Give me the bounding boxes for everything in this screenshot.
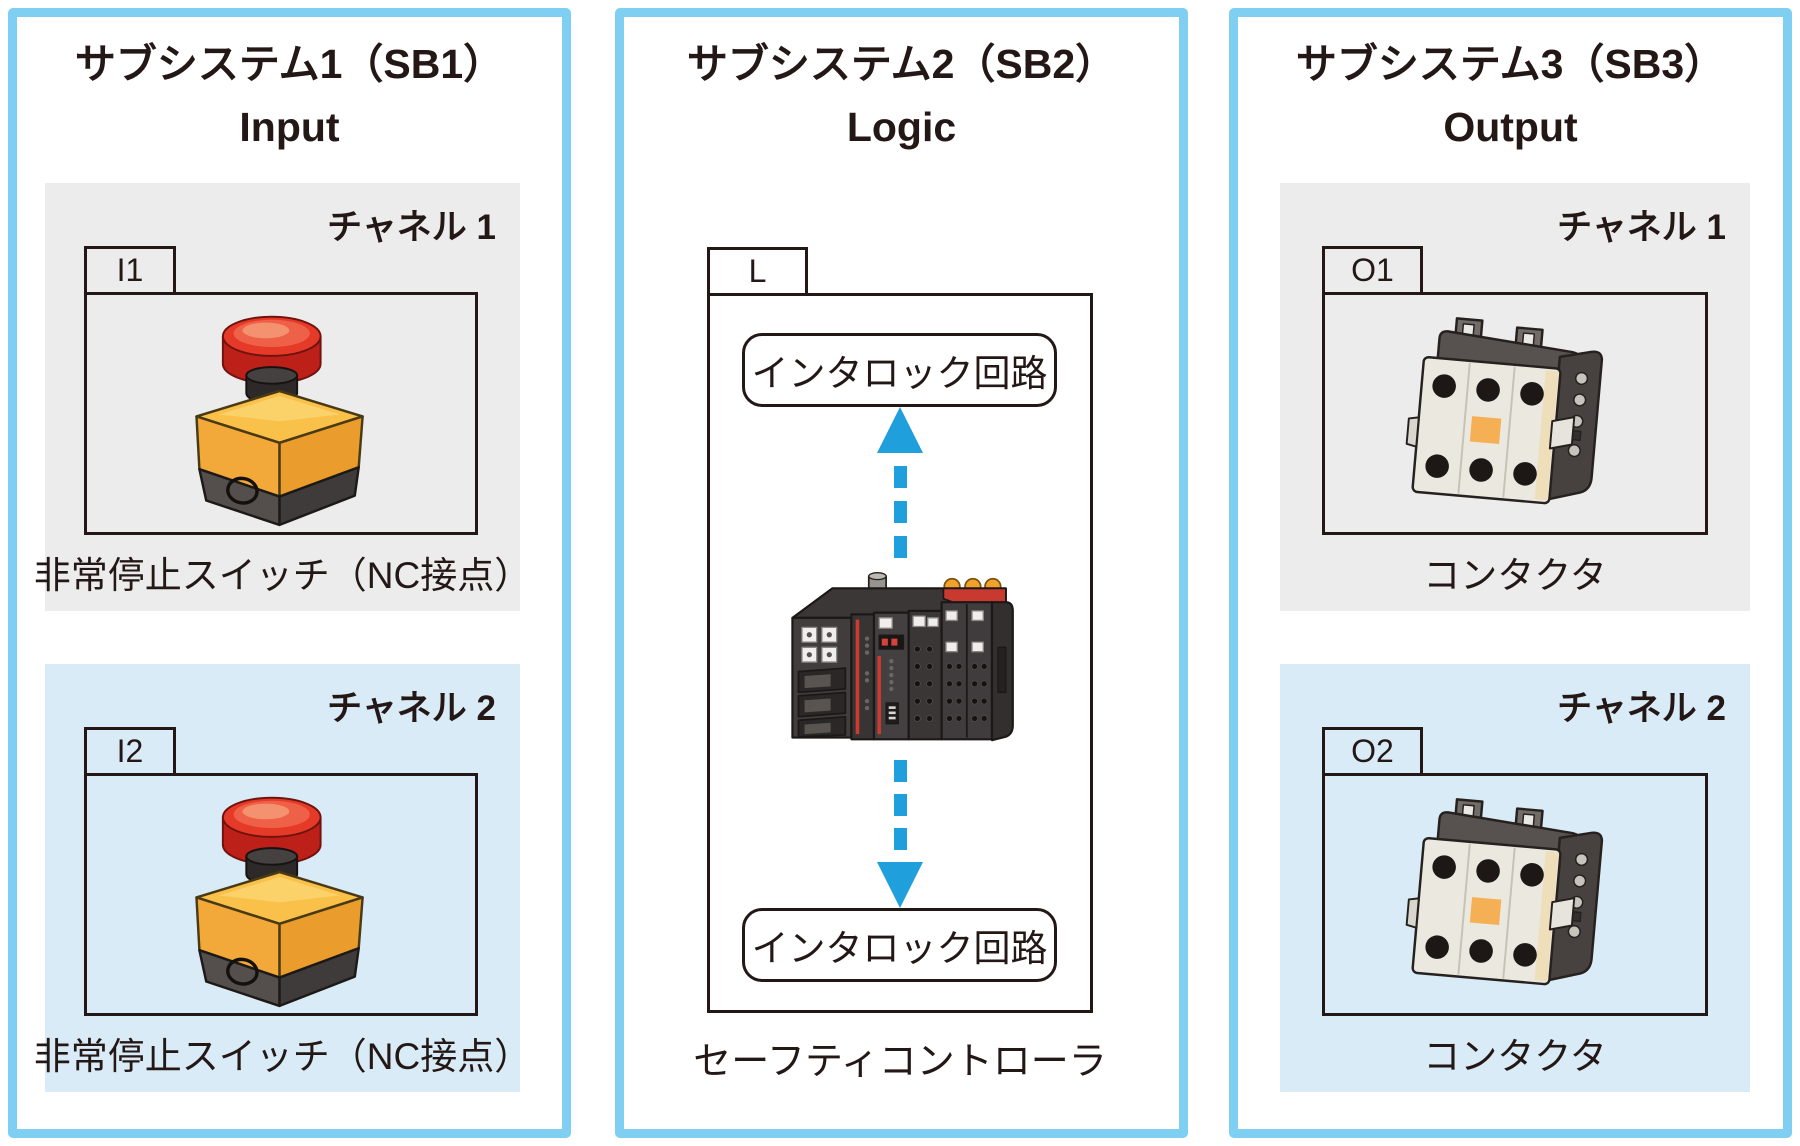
channel-label: チャネル 1: [1557, 208, 1726, 247]
channel-2-box: チャネル 2 O2 コンタクタ: [1280, 664, 1750, 1092]
panel-title-jp: サブシステム1（SB1）: [74, 41, 505, 87]
folder-tab-label: L: [748, 253, 767, 289]
emergency-stop-button-illustration: [174, 299, 389, 529]
folder-tab: O1: [1322, 246, 1423, 295]
panel-subsystem1-input: サブシステム1（SB1） Input チャネル 1 I1 非常停止スイッチ（NC…: [8, 8, 571, 1138]
arrow-dash: [893, 760, 907, 782]
arrow-up: [877, 407, 923, 558]
contactor-illustration: [1388, 316, 1643, 512]
panel-title-en: Output: [1443, 104, 1578, 150]
channel-label: チャネル 1: [327, 208, 496, 247]
channel-label: チャネル 2: [327, 689, 496, 728]
interlock-circuit-box-bottom: インタロック回路: [742, 908, 1057, 982]
device-frame: [84, 773, 478, 1016]
contactor-illustration: [1388, 797, 1643, 993]
device-caption: コンタクタ: [1423, 555, 1607, 596]
arrow-dash: [893, 794, 907, 816]
folder-tab: L: [707, 247, 808, 296]
arrow-dash: [893, 466, 907, 488]
panel-subsystem2-logic: サブシステム2（SB2） Logic L インタロック回路: [615, 8, 1188, 1138]
device-frame: [84, 292, 478, 535]
device-frame: [1322, 773, 1708, 1016]
interlock-circuit-box-top: インタロック回路: [742, 333, 1057, 407]
arrow-dash: [893, 501, 907, 523]
arrow-dash: [893, 536, 907, 558]
channel-label: チャネル 2: [1557, 689, 1726, 728]
panel-title-en: Input: [239, 104, 340, 150]
channel-2-box: チャネル 2 I2 非常停止スイッチ（NC接点）: [34, 664, 531, 1092]
panel-title-jp: サブシステム3（SB3）: [1295, 41, 1726, 87]
panel-subsystem3-output: サブシステム3（SB3） Output チャネル 1 O1 コンタクタ チャネル…: [1229, 8, 1792, 1138]
panel-title-jp: サブシステム2（SB2）: [686, 41, 1117, 87]
device-caption: コンタクタ: [1423, 1036, 1607, 1077]
channel-1-box: チャネル 1 I1 非常停止スイッチ（NC接点）: [34, 183, 531, 611]
device-caption: 非常停止スイッチ（NC接点）: [33, 555, 532, 596]
folder-tab-label: O2: [1351, 733, 1394, 769]
arrow-down: [877, 760, 923, 908]
folder-tab-label: O1: [1351, 252, 1394, 288]
safety-controller-icon: [782, 558, 1018, 754]
folder-tab: I1: [84, 246, 176, 295]
folder-tab: O2: [1322, 727, 1423, 776]
device-frame: [1322, 292, 1708, 535]
logic-frame: インタロック回路 インタロック回路: [707, 293, 1093, 1013]
arrow-head-up-icon: [877, 407, 923, 453]
channel-1-box: チャネル 1 O1 コンタクタ: [1280, 183, 1750, 611]
folder-tab: I2: [84, 727, 176, 776]
folder-tab-label: I2: [116, 733, 144, 769]
panel-title-en: Logic: [846, 104, 957, 150]
panel-title: サブシステム2（SB2） Logic: [624, 33, 1179, 159]
safety-controller-illustration: [782, 558, 1018, 754]
folder-tab-label: I1: [116, 252, 144, 288]
arrow-dash: [893, 828, 907, 850]
panel-title: サブシステム1（SB1） Input: [17, 33, 562, 159]
arrow-head-down-icon: [877, 862, 923, 908]
device-caption: 非常停止スイッチ（NC接点）: [33, 1036, 532, 1077]
device-caption: セーフティコントローラ: [693, 1041, 1107, 1083]
panel-title: サブシステム3（SB3） Output: [1238, 33, 1783, 159]
emergency-stop-button-illustration: [174, 780, 389, 1010]
